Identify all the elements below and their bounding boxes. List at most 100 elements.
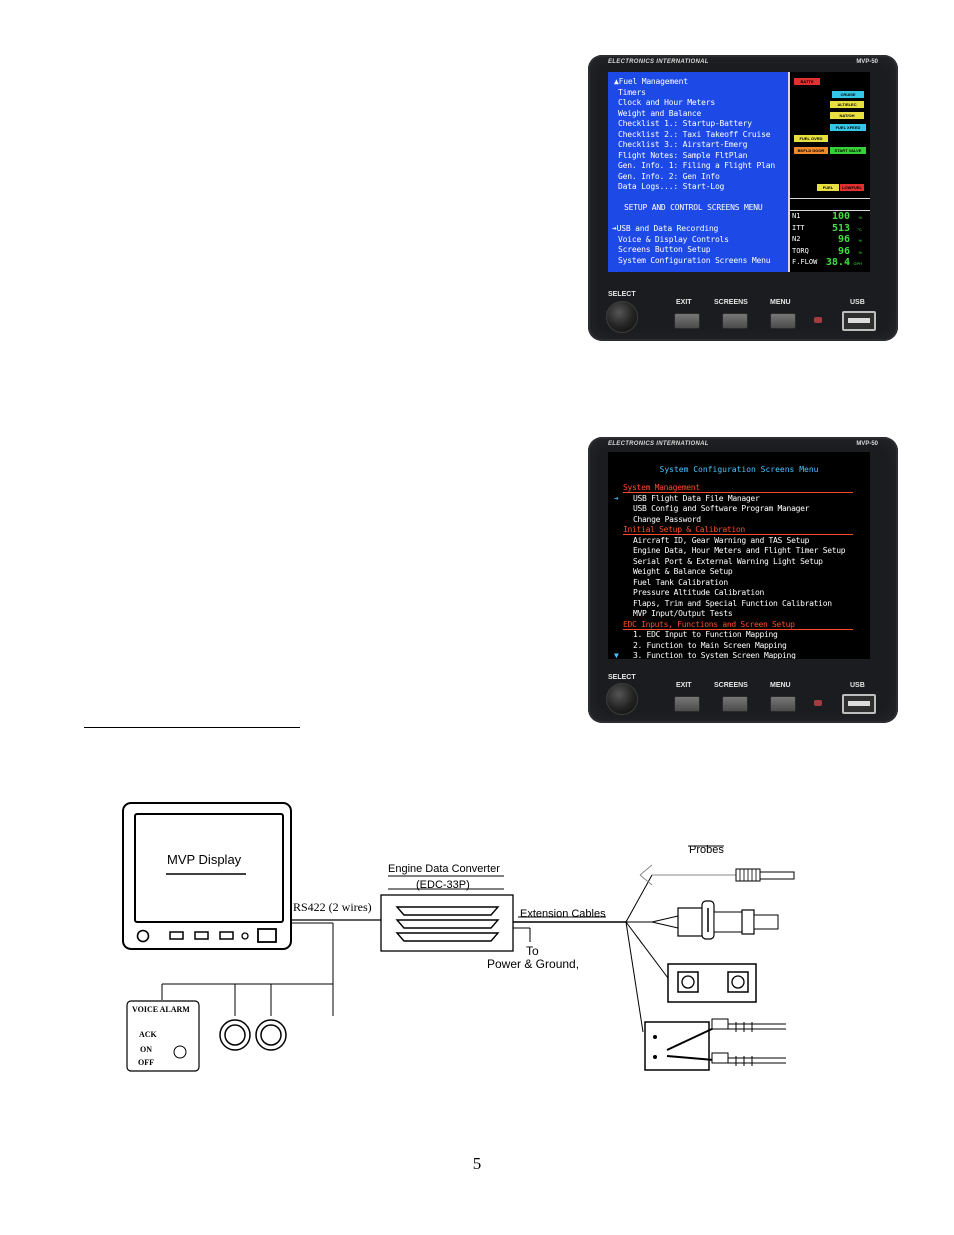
annunciator-badge: CRUISE (832, 91, 864, 98)
config-menu-item[interactable]: Fuel Tank Calibration (633, 577, 728, 587)
screens-label: SCREENS (714, 682, 748, 689)
voice-alarm-on: ON (140, 1045, 152, 1054)
mvp-device-2: ELECTRONICS INTERNATIONAL MVP-50 System … (588, 437, 898, 723)
select-knob[interactable] (606, 683, 638, 715)
instrument-value: 96 (837, 234, 850, 245)
config-section-heading: EDC Inputs, Functions and Screen Setup (623, 620, 853, 630)
select-label: SELECT (608, 291, 636, 298)
select-label: SELECT (608, 674, 636, 681)
config-menu-item[interactable]: MVP Input/Output Tests (633, 609, 733, 618)
main-menu-item[interactable]: Flight Notes: Sample FltPlan (618, 150, 748, 160)
menu-button[interactable] (770, 696, 796, 712)
config-menu-item[interactable]: Serial Port & External Warning Light Set… (633, 556, 823, 566)
main-menu-item[interactable]: Timers (618, 87, 646, 97)
annunciator-badge: FUEL (817, 184, 839, 191)
setup-menu-heading: SETUP AND CONTROL SCREENS MENU (624, 203, 763, 212)
annunciator-badge: START VALVE (830, 147, 866, 154)
config-menu-item[interactable]: Pressure Altitude Calibration (633, 588, 764, 597)
instrument-value: 513 (831, 222, 850, 234)
main-menu-item[interactable]: Gen. Info. 2: Gen Info (618, 171, 720, 181)
setup-menu-item[interactable]: System Configuration Screens Menu (618, 255, 771, 265)
voice-alarm-title: VOICE ALARM (132, 1005, 190, 1014)
annunciator-badge: FUEL OVRD (794, 135, 828, 142)
config-section-heading: Initial Setup & Calibration (623, 525, 853, 535)
model-label: MVP-50 (856, 441, 878, 447)
exit-button[interactable] (674, 313, 700, 329)
exit-button[interactable] (674, 696, 700, 712)
main-menu-item[interactable]: Gen. Info. 1: Filing a Flight Plan (618, 161, 775, 170)
annunciator-badge: BATTE (794, 78, 820, 85)
main-menu-item[interactable]: Data Logs...: Start-Log (618, 182, 725, 191)
main-menu-item[interactable]: Weight and Balance (618, 108, 702, 118)
screens-label: SCREENS (714, 299, 748, 306)
mvp-display-unit (122, 802, 292, 950)
status-led (814, 317, 822, 323)
usb-label: USB (850, 682, 865, 689)
fuel-flow-transducer (644, 1018, 786, 1071)
probe-2 (651, 900, 779, 940)
probe-1 (639, 864, 795, 886)
main-menu-item[interactable]: Checklist 3.: Airstart-Emerg (618, 140, 748, 149)
main-menu-item[interactable]: Checklist 1.: Startup-Battery (618, 119, 752, 128)
edc-title: Engine Data Converter (388, 863, 500, 875)
instrument-label: ITT (792, 223, 805, 232)
setup-menu-item[interactable]: Screens Button Setup (618, 245, 711, 254)
config-menu-item[interactable]: 2. Function to Main Screen Mapping (633, 640, 787, 650)
config-menu-item[interactable]: 3. Function to System Screen Mapping (633, 651, 796, 659)
mvp-screen-system-config: System Configuration Screens Menu System… (608, 452, 870, 659)
config-menu-item[interactable]: USB Flight Data File Manager (633, 493, 760, 503)
annunciator-badge: ALT/ELEC (830, 101, 864, 108)
instrument-label: F.FLOW (792, 258, 818, 266)
screens-button[interactable] (722, 313, 748, 329)
engine-instrument-row: N2 96% (790, 234, 868, 247)
instrument-label: N1 (792, 212, 801, 220)
main-menu-item[interactable]: Clock and Hour Meters (618, 98, 715, 107)
instrument-value: 38.4 (825, 257, 850, 268)
config-menu-item[interactable]: Change Password (633, 514, 701, 524)
usb-label: USB (850, 299, 865, 306)
extension-cables-label: Extension Cables (520, 908, 606, 920)
exit-label: EXIT (676, 682, 692, 689)
instrument-unit: % (858, 215, 862, 220)
usb-port[interactable] (842, 311, 876, 331)
config-menu-item[interactable]: 1. EDC Input to Function Mapping (633, 630, 778, 639)
voice-alarm-box (126, 1000, 200, 1072)
selection-cursor-icon: ➔ (614, 493, 619, 503)
brand-label: ELECTRONICS INTERNATIONAL (608, 441, 709, 447)
instrument-label: N2 (792, 235, 801, 243)
annunciator-badge: LOWFUEL (840, 184, 864, 191)
config-menu-item[interactable]: Flaps, Trim and Special Function Calibra… (633, 598, 832, 608)
voice-alarm-ack: ACK (139, 1030, 157, 1039)
probes-label: Probes (689, 844, 724, 856)
select-knob[interactable] (606, 301, 638, 333)
config-menu-item[interactable]: Engine Data, Hour Meters and Flight Time… (633, 546, 846, 555)
voice-alarm-off: OFF (138, 1058, 154, 1067)
menu-button[interactable] (770, 313, 796, 329)
setup-menu-item[interactable]: Voice & Display Controls (618, 234, 729, 244)
main-menu-item[interactable]: ▲Fuel Management (614, 77, 688, 86)
usb-port[interactable] (842, 694, 876, 714)
system-config-title: System Configuration Screens Menu (659, 465, 819, 474)
config-menu-item[interactable]: USB Config and Software Program Manager (633, 504, 810, 513)
scroll-down-icon[interactable]: ▼ (614, 651, 619, 659)
menu-label: MENU (770, 682, 791, 689)
screens-button[interactable] (722, 696, 748, 712)
annunciator-badge: BKFLD DOOR (794, 147, 828, 154)
power-label-ground: Power & Ground, (487, 957, 580, 971)
rs422-label: RS422 (2 wires) (293, 900, 372, 914)
main-menu-item[interactable]: Checklist 2.: Taxi Takeoff Cruise (618, 129, 771, 139)
instrument-label: TORQ (792, 246, 809, 255)
instrument-unit: % (858, 238, 862, 243)
config-menu-item[interactable]: Weight & Balance Setup (633, 567, 733, 576)
annunciator-badge: NAT/OH (830, 112, 864, 119)
brand-label: ELECTRONICS INTERNATIONAL (608, 59, 709, 65)
instrument-value: 96 (837, 245, 850, 257)
status-led (814, 700, 822, 706)
setup-menu-item[interactable]: ➔USB and Data Recording (612, 224, 719, 233)
model-label: MVP-50 (856, 59, 878, 65)
menu-label: MENU (770, 299, 791, 306)
config-menu-item[interactable]: Aircraft ID, Gear Warning and TAS Setup (633, 535, 810, 545)
mvp-device-1: ELECTRONICS INTERNATIONAL MVP-50 ▲Fuel M… (588, 55, 898, 341)
